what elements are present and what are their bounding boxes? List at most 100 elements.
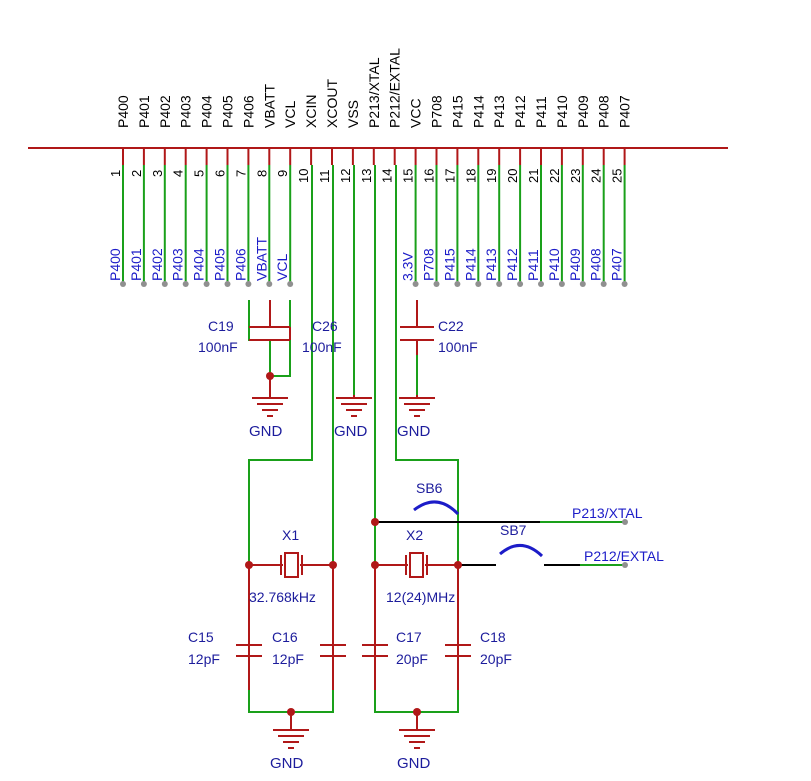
pin-name: XCOUT	[324, 79, 340, 128]
c18-value: 20pF	[480, 651, 512, 667]
gnd-label-4: GND	[270, 755, 304, 772]
pin-name: P413	[491, 95, 507, 128]
pin-name: P708	[429, 95, 445, 128]
sb7-arc	[499, 544, 544, 558]
gnd-symbol-5	[399, 729, 435, 749]
pin-name: P401	[136, 95, 152, 128]
mcu-pins: P4001P400P4012P401P4023P402P4034P403P404…	[107, 48, 633, 287]
c15-value: 12pF	[188, 651, 220, 667]
crystals	[280, 552, 428, 578]
pin-name: P410	[554, 95, 570, 128]
pin-number: 5	[192, 170, 207, 177]
pin-net-label: P401	[128, 248, 144, 281]
c17-ref: C17	[396, 629, 422, 645]
pin-number: 3	[150, 170, 165, 177]
pin-net-label: P406	[232, 248, 248, 281]
junction-c19-gnd	[266, 372, 274, 380]
pin-number: 9	[275, 170, 290, 177]
pin-net-endpoint	[538, 281, 544, 287]
pin-name: VCL	[282, 101, 298, 128]
junction-x1-gnd	[287, 708, 295, 716]
gnd-label-1: GND	[249, 423, 283, 440]
pin-number: 17	[442, 169, 457, 183]
pin-name: P212/EXTAL	[387, 48, 403, 128]
junction-x1-left	[245, 561, 253, 569]
pin-name: P400	[115, 95, 131, 128]
pin-net-label: P413	[483, 248, 499, 281]
pin-name: P414	[470, 95, 486, 128]
pin-net-endpoint	[517, 281, 524, 287]
pin-net-label: P405	[212, 248, 228, 281]
net-label-extal: P212/EXTAL	[584, 548, 664, 564]
ground-symbols	[252, 395, 435, 749]
pin-number: 15	[401, 169, 416, 183]
pin-net-endpoint	[475, 281, 482, 287]
c16-value: 12pF	[272, 651, 304, 667]
junction-x2-left	[371, 561, 379, 569]
pin-net-label: P415	[441, 248, 457, 281]
pin-name: P403	[178, 95, 194, 128]
pin-net-label: VBATT	[253, 236, 269, 281]
pin-net-endpoint	[182, 281, 189, 287]
junction-sb6	[371, 518, 379, 526]
pin-name: P407	[617, 95, 633, 128]
c22-value: 100nF	[438, 339, 478, 355]
c19-value: 100nF	[198, 339, 238, 355]
pin-number: 24	[589, 169, 604, 183]
c15-ref: C15	[188, 629, 214, 645]
gnd-symbol-3	[399, 395, 435, 417]
component-leads	[236, 300, 471, 730]
pin-net-endpoint	[579, 281, 586, 287]
c17-value: 20pF	[396, 651, 428, 667]
pin-net-label: P410	[546, 248, 562, 281]
pin-net-label: P708	[421, 248, 437, 281]
x2-ref: X2	[406, 527, 423, 543]
pin-net-label: P400	[107, 248, 123, 281]
pin-name: P411	[533, 96, 549, 128]
net-end-xtal	[622, 519, 628, 525]
pin-name: P402	[157, 95, 173, 128]
pin-net-endpoint	[287, 281, 294, 287]
pin-net-endpoint	[245, 281, 252, 287]
junction-x2-right	[454, 561, 462, 569]
pin-number: 6	[213, 170, 228, 177]
pin-number: 4	[171, 170, 186, 177]
pin-number: 2	[129, 170, 144, 177]
pin-net-endpoint	[412, 281, 419, 287]
pin-net-endpoint	[496, 281, 503, 287]
pin-net-label: P407	[609, 248, 625, 281]
x1-value: 32.768kHz	[249, 589, 316, 605]
pin-name: P409	[575, 95, 591, 128]
c16-ref: C16	[272, 629, 298, 645]
wire-xcin	[248, 165, 313, 565]
c26-ref: C26	[312, 318, 338, 334]
pin-net-endpoint	[600, 281, 607, 287]
pin-net-endpoint	[161, 281, 168, 287]
pin-name: VSS	[345, 100, 361, 128]
junction-x1-right	[329, 561, 337, 569]
sb7-ref: SB7	[500, 522, 527, 538]
x1-body	[284, 552, 299, 578]
solder-bridges	[375, 500, 580, 566]
sb6-arc	[413, 500, 460, 516]
gnd-symbol-2	[336, 395, 372, 417]
pin-net-endpoint	[621, 281, 628, 287]
c18-ref: C18	[480, 629, 506, 645]
wire-vcl-c26	[270, 300, 291, 377]
pin-name: P406	[240, 95, 256, 128]
